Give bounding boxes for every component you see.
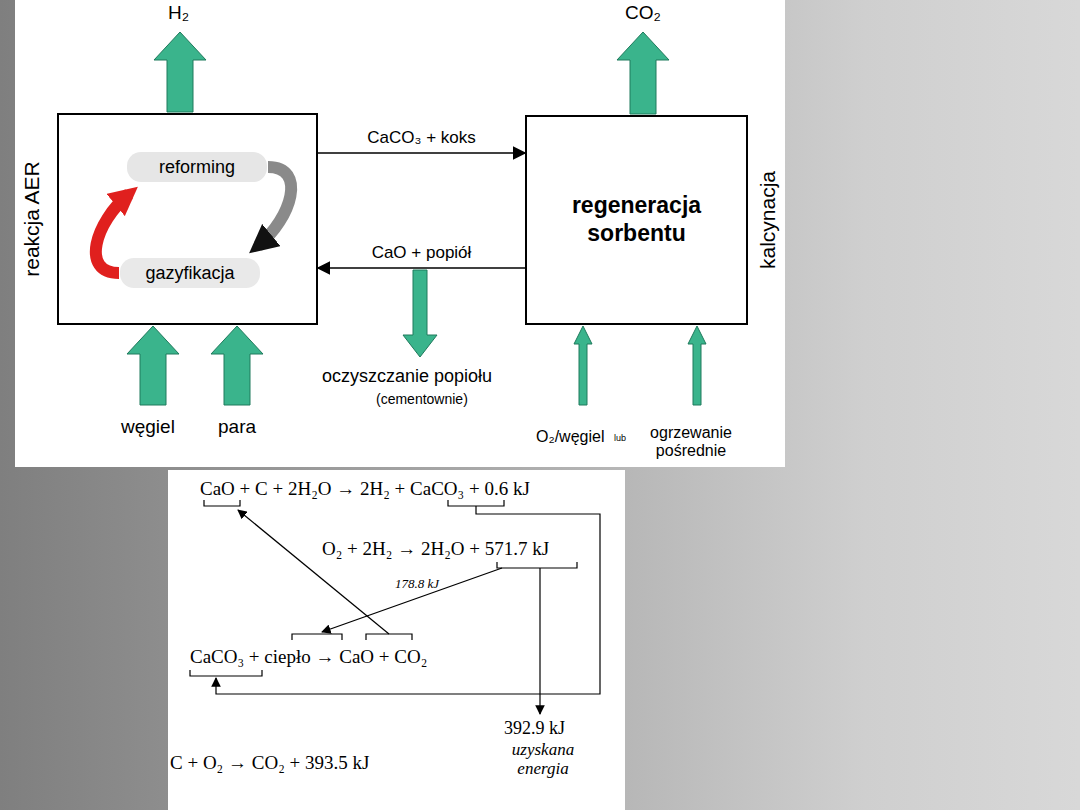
equation-text: O₂ + 2H₂ → 2H₂O + 571.7 kJ	[322, 538, 549, 560]
top-panel	[15, 0, 785, 467]
label-text: ogrzewanie pośrednie	[632, 424, 750, 459]
label-text: O₂/węgiel	[536, 428, 604, 446]
green-arrows	[127, 32, 706, 405]
edge-label: CaO + popiół	[369, 243, 475, 263]
label-text: węgiel	[121, 416, 175, 438]
process-label: gazyfikacja	[120, 258, 260, 288]
equation-text: uzyskana energia	[498, 741, 588, 778]
label-text: oczyszczanie popiołu	[322, 366, 492, 387]
bottom-panel	[168, 470, 625, 810]
edge-label: CaCO₃ + koks	[364, 128, 478, 148]
equation-text: 178.8 kJ	[395, 576, 439, 592]
side-heading: kalcynacja	[756, 171, 780, 269]
label-text: CO₂	[625, 2, 661, 24]
node-text: reforming	[159, 157, 235, 178]
connector	[318, 152, 525, 154]
label-text: (cementownie)	[376, 391, 468, 407]
node-text: regeneracja sorbentu	[547, 192, 727, 247]
connector	[318, 267, 525, 269]
regeneration-box: regeneracja sorbentukalcynacja	[525, 115, 748, 325]
side-heading: reakcja AER	[20, 161, 44, 277]
label-text: lub	[614, 433, 626, 443]
node-text: gazyfikacja	[145, 263, 234, 284]
equation-text: 392.9 kJ	[504, 718, 565, 739]
equation-text: C + O₂ → CO₂ + 393.5 kJ	[170, 752, 369, 774]
connector	[258, 167, 291, 246]
equation-brackets	[190, 500, 600, 714]
equation-text: CaCO₃ + ciepło → CaO + CO₂	[190, 646, 427, 668]
reactor-box: reakcja AERreforminggazyfikacja	[57, 113, 318, 325]
equation-text: CaO + C + 2H₂O → 2H₂ + CaCO₃ + 0.6 kJ	[200, 478, 530, 500]
process-label: reforming	[127, 152, 267, 182]
label-text: para	[218, 416, 256, 438]
label-text: H₂	[168, 2, 189, 24]
